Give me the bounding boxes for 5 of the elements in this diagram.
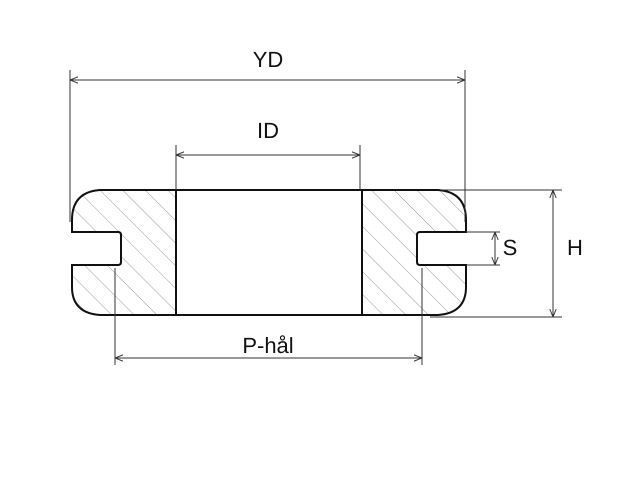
dimension-label: S	[502, 237, 518, 259]
dimension-label: YD	[252, 49, 284, 71]
dimension-label: ID	[257, 120, 279, 142]
dimension-label: H	[567, 237, 583, 259]
dimension-label: P-hål	[242, 335, 294, 357]
